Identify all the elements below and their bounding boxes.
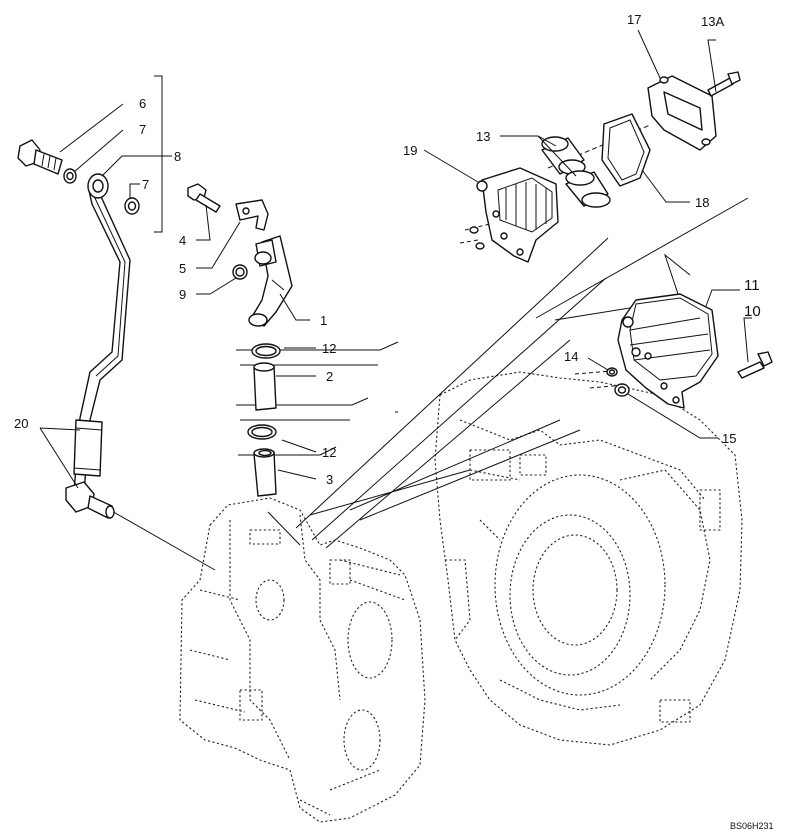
bolt-4 [187,183,221,213]
front-housing [179,497,426,823]
callout-2: 2 [326,369,333,384]
drawing-reference: BS06H231 [730,821,774,831]
callout-13: 13 [476,129,490,144]
callout-15: 15 [722,431,736,446]
callout-1: 1 [320,313,327,328]
callout-18: 18 [695,195,709,210]
connector-13-upper [541,136,586,175]
callout-13a: 13A [701,14,724,29]
end-fitting-20 [65,481,115,519]
clamp-12a [251,343,281,359]
banjo-fitting-8 [87,173,109,199]
hose-sleeve-20 [73,419,103,477]
oil-pipe-assembly [17,139,140,519]
bracket-5 [235,199,269,231]
callout-labels: 6 7 8 7 4 5 9 1 12 2 12 3 20 19 13 17 13… [14,12,774,831]
tube-2 [253,362,277,411]
callout-12b: 12 [322,445,336,460]
callout-7b: 7 [142,177,149,192]
callout-12a: 12 [322,341,336,356]
bolt-13a [707,71,741,97]
callout-9: 9 [179,287,186,302]
o-ring-9 [232,264,248,280]
callout-8: 8 [174,149,181,164]
tube-3 [253,448,277,497]
bolt-10 [737,351,773,379]
banjo-bolt-6 [17,139,63,175]
callout-14: 14 [564,349,578,364]
callout-7a: 7 [139,122,146,137]
callout-19: 19 [403,143,417,158]
cover-17 [647,75,717,151]
oil-cooler-11 [617,293,719,409]
callout-6: 6 [139,96,146,111]
callout-10: 10 [744,303,761,320]
callout-4: 4 [179,233,186,248]
leader-lines [39,29,752,489]
main-housing [434,371,743,746]
callout-17: 17 [627,12,641,27]
callout-11: 11 [744,277,760,294]
washer-14 [606,367,618,377]
connector-13-lower [565,170,611,208]
clamp-12b [247,424,277,440]
washer-7a [63,168,77,184]
washer-7b [124,197,140,215]
elbow-fitting-1 [248,235,293,327]
callout-20: 20 [14,416,28,431]
oil-cooler-19 [469,167,559,263]
callout-3: 3 [326,472,333,487]
o-ring-15 [614,383,630,397]
callout-5: 5 [179,261,186,276]
gasket-18 [601,113,651,187]
